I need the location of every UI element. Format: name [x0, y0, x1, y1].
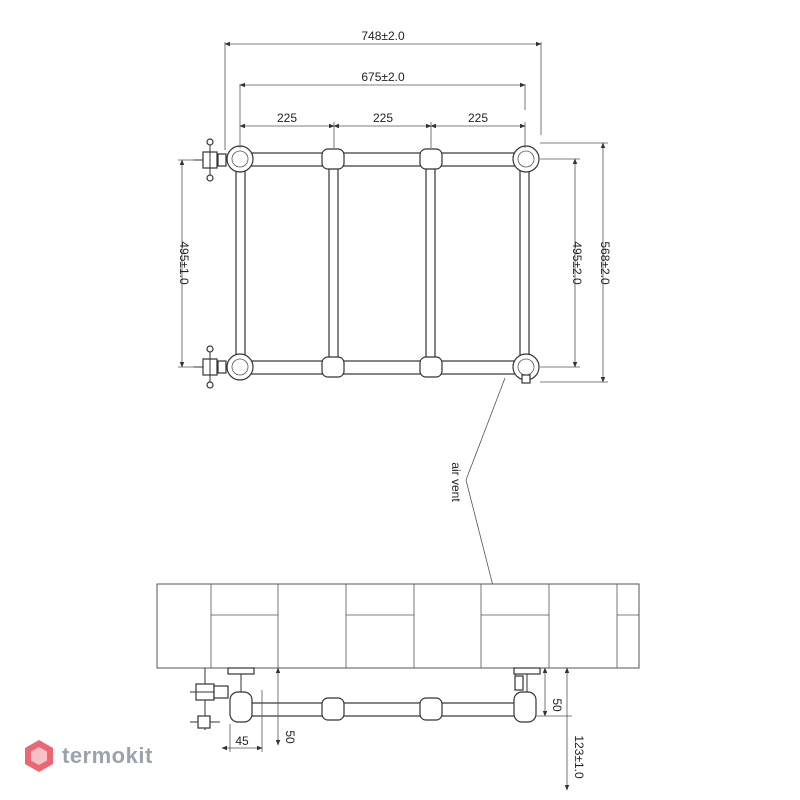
post-right [519, 159, 530, 371]
dim-spacing-2: 225 [373, 111, 393, 125]
dim-spacing-3: 225 [468, 111, 488, 125]
side-view-rail [190, 667, 541, 730]
valve-bottom-left [193, 345, 227, 389]
rail-joints [321, 148, 443, 378]
dim-centers-width: 675±2.0 [361, 70, 405, 84]
dim-overall-width: 748±2.0 [361, 29, 405, 43]
brand-logo: termokit [24, 736, 153, 776]
dimension-lines-bottom [221, 667, 572, 791]
wall-section [156, 583, 640, 669]
dim-spacing-1: 225 [277, 111, 297, 125]
dim-overall-height: 568±2.0 [598, 241, 612, 285]
dim-wall-offset-left: 50 [283, 730, 297, 744]
air-vent-label: air vent [449, 462, 463, 502]
bottom-rail [237, 360, 531, 375]
dim-side-offset: 45 [235, 734, 249, 748]
logo-text: termokit [62, 743, 153, 768]
post-2 [328, 159, 339, 371]
post-left [235, 159, 246, 371]
dim-height-left: 495±1.0 [177, 241, 191, 285]
dimension-lines-top [224, 41, 542, 150]
dim-wall-offset-right: 50 [550, 698, 564, 712]
air-vent-fitting [521, 374, 531, 384]
valve-top-left [193, 138, 227, 182]
post-3 [425, 159, 436, 371]
dim-height-right: 495±2.0 [570, 241, 584, 285]
corner-fittings [226, 145, 540, 381]
top-rail [237, 152, 531, 167]
logo-icon [25, 740, 53, 772]
dim-depth: 123±1.0 [572, 735, 586, 779]
front-view [193, 138, 540, 389]
dimension-lines-side [178, 142, 608, 383]
